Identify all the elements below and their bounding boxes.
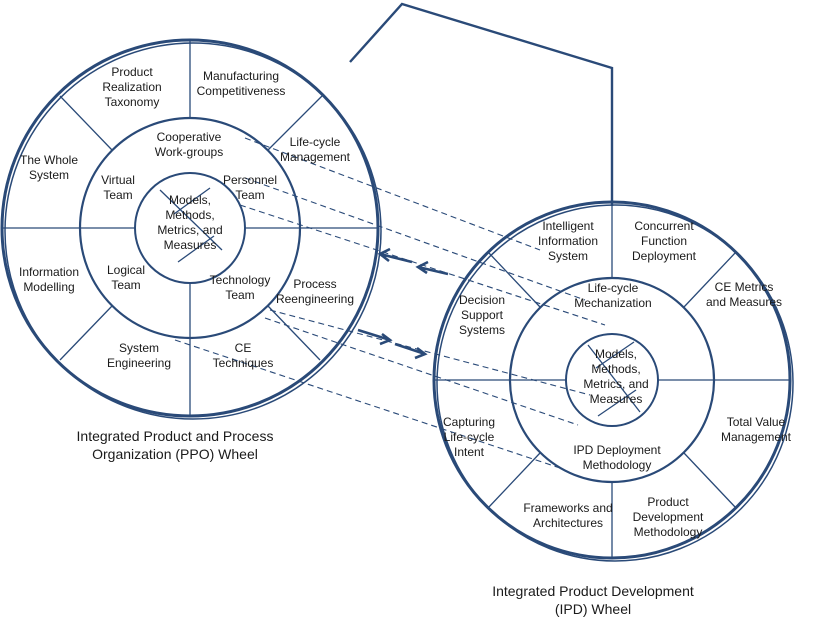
- ppo-outer-ring-shadow: [4, 42, 382, 420]
- arrow-left: [377, 247, 413, 264]
- ipd-core-slash-2: [595, 341, 635, 369]
- arrow-left-2: [415, 260, 449, 276]
- dash-line-5: [264, 317, 579, 426]
- ipd-core-slash-3: [597, 389, 637, 417]
- dash-line-4: [269, 309, 591, 396]
- dash-line-2: [244, 177, 586, 301]
- ppo-core-slash-1: [159, 189, 223, 251]
- ppo-core-slash-2: [173, 187, 211, 215]
- ppo-spoke-ne: [267, 95, 323, 151]
- ppo-core-slash-3: [177, 235, 215, 263]
- flow-arrows: [357, 247, 449, 360]
- ipd-core-slash-1: [587, 344, 641, 413]
- ppo-spoke-sw: [59, 305, 113, 361]
- dash-line-1: [244, 137, 541, 251]
- ipd-spoke-se: [683, 452, 737, 509]
- arrow-right: [357, 328, 393, 346]
- arrow-right-2: [394, 342, 428, 360]
- connector-frame-line: [349, 2, 614, 206]
- ipd-outer-ring-shadow: [436, 204, 794, 562]
- ipd-spoke-ne: [683, 251, 737, 308]
- ppo-spoke-nw: [59, 95, 113, 151]
- ppo-spoke-se: [267, 305, 321, 361]
- dash-line-6: [174, 339, 561, 469]
- ipd-spoke-nw: [487, 251, 541, 308]
- ipd-spoke-sw: [487, 452, 541, 509]
- ipd-caption: Integrated Product Development(IPD) Whee…: [492, 583, 694, 617]
